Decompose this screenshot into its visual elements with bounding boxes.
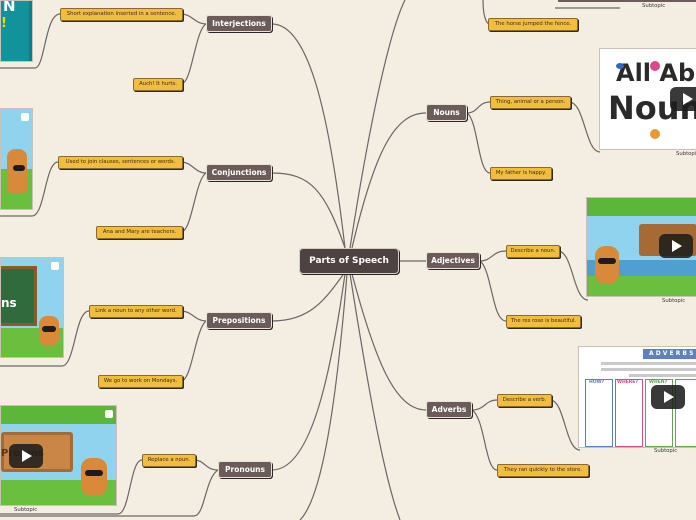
note-conjunctions-example[interactable]: Ana and Mary are teachers. xyxy=(96,226,183,239)
thumbnail-adjectives[interactable] xyxy=(586,197,696,297)
note-adverbs-example[interactable]: They ran quickly to the store. xyxy=(497,464,589,477)
thumbnail-adverbs-col-when: WHEN? xyxy=(649,380,668,385)
caption-nouns: Subtopic xyxy=(676,151,696,157)
note-conjunctions-definition[interactable]: Used to join clauses, sentences or words… xyxy=(58,156,183,169)
thumbnail-conjunctions[interactable] xyxy=(0,108,33,210)
topic-pronouns[interactable]: Pronouns xyxy=(218,461,272,478)
note-prepositions-definition[interactable]: Link a noun to any other word. xyxy=(89,305,183,318)
thumbnail-adverbs-title: A D V E R B S xyxy=(649,350,694,357)
caption-top: Subtopic xyxy=(642,3,666,9)
thumbnail-interjections-exclaim: ! xyxy=(1,16,7,31)
play-icon[interactable] xyxy=(659,234,693,258)
topic-nouns[interactable]: Nouns xyxy=(426,104,467,121)
note-pronouns-definition[interactable]: Replace a noun. xyxy=(142,454,196,467)
central-topic[interactable]: Parts of Speech xyxy=(299,248,399,274)
thumbnail-prepositions-text: ns xyxy=(1,296,17,310)
play-icon[interactable] xyxy=(9,444,43,468)
caption-adverbs: Subtopic xyxy=(654,448,678,454)
thumbnail-adverbs-col-how: HOW? xyxy=(589,380,605,385)
note-adverbs-definition[interactable]: Describe a verb. xyxy=(497,394,552,407)
note-nouns-example-top[interactable]: The horse jumped the fence. xyxy=(488,18,578,31)
note-interjections-example[interactable]: Auch! It hurts. xyxy=(133,78,183,91)
note-nouns-example[interactable]: My father is happy. xyxy=(490,167,552,180)
topic-prepositions[interactable]: Prepositions xyxy=(206,312,272,329)
caption-pronouns: Subtopic xyxy=(14,507,38,513)
play-icon[interactable] xyxy=(670,87,696,111)
topic-adverbs[interactable]: Adverbs xyxy=(426,401,472,418)
note-prepositions-example[interactable]: We go to work on Mondays. xyxy=(98,375,183,388)
note-interjections-definition[interactable]: Short explanation inserted in a sentence… xyxy=(60,8,183,21)
thumbnail-prepositions[interactable]: ns xyxy=(0,257,64,358)
play-icon[interactable] xyxy=(651,385,685,409)
thumbnail-interjections[interactable]: N ! xyxy=(0,0,33,62)
thumbnail-pronouns[interactable]: Pro uns xyxy=(0,405,117,506)
thumbnail-adverbs-col-where: WHERE? xyxy=(617,380,638,385)
thumbnail-interjections-text: N xyxy=(3,0,16,15)
thumbnail-adverbs[interactable]: A D V E R B S HOW? WHERE? WHEN? xyxy=(578,346,696,448)
thumbnail-top-edge xyxy=(558,0,696,2)
caption-adjectives: Subtopic xyxy=(662,298,686,304)
topic-adjectives[interactable]: Adjectives xyxy=(426,252,480,269)
note-nouns-definition[interactable]: Thing, animal or a person. xyxy=(490,96,571,109)
topic-interjections[interactable]: Interjections xyxy=(206,15,272,32)
note-adjectives-definition[interactable]: Describe a noun. xyxy=(506,245,560,258)
thumbnail-nouns[interactable]: All Ab Noun xyxy=(599,48,696,150)
topic-conjunctions[interactable]: Conjunctions xyxy=(206,164,272,181)
note-adjectives-example[interactable]: The res rose is beautiful. xyxy=(506,315,581,328)
